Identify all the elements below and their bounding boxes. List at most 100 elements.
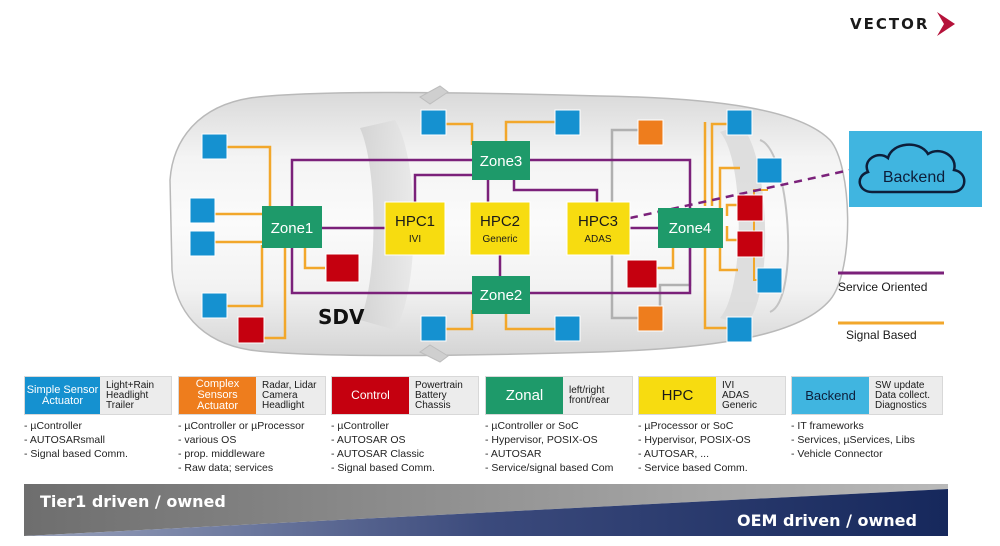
control-unit bbox=[736, 230, 764, 258]
simple-sensor bbox=[554, 109, 581, 136]
service-lines bbox=[290, 158, 944, 295]
bullets-simple-sensor: - µController - AUTOSARsmall - Signal ba… bbox=[24, 419, 128, 461]
bullet-item: - AUTOSAR bbox=[485, 448, 542, 460]
hpc2-box bbox=[469, 201, 531, 256]
simple-sensor bbox=[726, 109, 753, 136]
vector-logo: VECTOR bbox=[850, 12, 956, 36]
control-unit bbox=[325, 253, 360, 283]
bullet-item: - Services, µServices, Libs bbox=[791, 434, 915, 446]
bullet-item: - AUTOSARsmall bbox=[24, 434, 105, 446]
simple-sensor bbox=[201, 133, 228, 160]
bullet-item: - Raw data; services bbox=[178, 462, 274, 474]
simple-sensors bbox=[189, 109, 783, 343]
simple-sensor bbox=[756, 157, 783, 184]
category-box: Zonal bbox=[486, 377, 563, 414]
hpc3-box bbox=[566, 201, 631, 256]
backend-label: Backend bbox=[883, 169, 945, 186]
bullet-item: - IT frameworks bbox=[791, 420, 864, 432]
bullet-item: - AUTOSAR Classic bbox=[331, 448, 425, 460]
category-box: Simple Sensor Actuator bbox=[25, 377, 100, 414]
hpc3-label: HPC3 bbox=[578, 213, 618, 230]
simple-sensor bbox=[554, 315, 581, 342]
bullet-item: - Service/signal based Com bbox=[485, 462, 614, 474]
legend-signal-label: Signal Based bbox=[846, 328, 917, 342]
hpc1-label: HPC1 bbox=[395, 213, 435, 230]
category-backend: Backend SW update Data collect. Diagnost… bbox=[791, 376, 943, 415]
category-control: Control Powertrain Battery Chassis bbox=[331, 376, 479, 415]
zone4-box bbox=[658, 208, 723, 248]
tier1-band bbox=[24, 484, 948, 536]
hpcs bbox=[384, 201, 631, 256]
zone2-label: Zone2 bbox=[480, 287, 523, 304]
category-simple-sensor: Simple Sensor Actuator Light+Rain Headli… bbox=[24, 376, 172, 415]
category-box: HPC bbox=[639, 377, 716, 414]
bullets-complex-sensor: - µController or µProcessor - various OS… bbox=[178, 419, 304, 475]
bullet-item: - AUTOSAR, ... bbox=[638, 448, 709, 460]
bullet-item: - Service based Comm. bbox=[638, 462, 748, 474]
simple-sensor bbox=[420, 315, 447, 342]
bullets-control: - µController - AUTOSAR OS - AUTOSAR Cla… bbox=[331, 419, 435, 475]
sdv-label: SDV bbox=[318, 305, 365, 329]
complex-sensors bbox=[637, 119, 664, 332]
category-complex-sensor: Complex Sensors Actuator Radar, Lidar Ca… bbox=[178, 376, 326, 415]
backend-cloud: Backend bbox=[849, 131, 982, 207]
simple-sensor bbox=[189, 197, 216, 224]
ownership-bands bbox=[24, 484, 948, 536]
bullet-item: - AUTOSAR OS bbox=[331, 434, 406, 446]
category-box: Backend bbox=[792, 377, 869, 414]
signal-lines bbox=[213, 120, 768, 340]
bullet-item: - Vehicle Connector bbox=[791, 448, 883, 460]
bullets-backend: - IT frameworks - Services, µServices, L… bbox=[791, 419, 915, 461]
legend-service-label: Service Oriented bbox=[838, 280, 928, 294]
oem-label: OEM driven / owned bbox=[737, 511, 917, 530]
logo-text: VECTOR bbox=[850, 15, 930, 33]
hpc2-sub: Generic bbox=[482, 234, 517, 245]
simple-sensor bbox=[756, 267, 783, 294]
bullet-item: - µController or µProcessor bbox=[178, 420, 305, 432]
category-box: Control bbox=[332, 377, 409, 414]
hpc3-sub: ADAS bbox=[584, 234, 612, 245]
bullets-hpc: - µProcessor or SoC - Hypervisor, POSIX-… bbox=[638, 419, 751, 475]
logo-arrow-icon bbox=[937, 12, 956, 36]
category-desc: Light+Rain Headlight Trailer bbox=[106, 379, 155, 411]
bullets-zonal: - µController or SoC - Hypervisor, POSIX… bbox=[485, 419, 613, 475]
control-unit bbox=[736, 194, 764, 222]
oem-band bbox=[24, 489, 948, 536]
hpc1-box bbox=[384, 201, 446, 256]
bullet-item: - Hypervisor, POSIX-OS bbox=[638, 434, 751, 446]
hpc1-sub: IVI bbox=[409, 234, 421, 245]
complex-sensor bbox=[637, 305, 664, 332]
bullet-item: - Hypervisor, POSIX-OS bbox=[485, 434, 598, 446]
simple-sensor bbox=[420, 109, 447, 136]
tier1-label: Tier1 driven / owned bbox=[40, 492, 226, 511]
category-desc: SW update Data collect. Diagnostics bbox=[875, 379, 931, 411]
category-desc: Radar, Lidar Camera Headlight bbox=[262, 379, 317, 411]
zone3-box bbox=[472, 141, 530, 180]
bullet-item: - µProcessor or SoC bbox=[638, 420, 734, 432]
bullet-item: - µController bbox=[24, 420, 82, 432]
category-desc: Powertrain Battery Chassis bbox=[415, 379, 463, 411]
zone1-label: Zone1 bbox=[271, 220, 314, 237]
category-desc: left/right front/rear bbox=[569, 384, 610, 406]
bullet-item: - prop. middleware bbox=[178, 448, 265, 460]
architecture-diagram: Zone1 Zone3 Zone2 Zone4 HPC1 IVI HPC2 Ge… bbox=[169, 85, 982, 363]
bullet-item: - Signal based Comm. bbox=[331, 462, 435, 474]
bullet-item: - µController or SoC bbox=[485, 420, 579, 432]
complex-sensor bbox=[637, 119, 664, 146]
simple-sensor bbox=[189, 230, 216, 257]
bullet-item: - various OS bbox=[178, 434, 237, 446]
zone3-label: Zone3 bbox=[480, 153, 523, 170]
zones bbox=[262, 141, 723, 314]
hpc2-label: HPC2 bbox=[480, 213, 520, 230]
control-units bbox=[237, 194, 764, 344]
zone1-box bbox=[262, 206, 322, 248]
bullet-item: - Signal based Comm. bbox=[24, 448, 128, 460]
control-unit bbox=[626, 259, 658, 289]
zone4-label: Zone4 bbox=[669, 220, 712, 237]
category-box: Complex Sensors Actuator bbox=[179, 377, 256, 414]
simple-sensor bbox=[726, 316, 753, 343]
bullet-item: - µController bbox=[331, 420, 389, 432]
zone2-box bbox=[472, 276, 530, 314]
control-unit bbox=[237, 316, 265, 344]
category-desc: IVI ADAS Generic bbox=[722, 379, 758, 411]
